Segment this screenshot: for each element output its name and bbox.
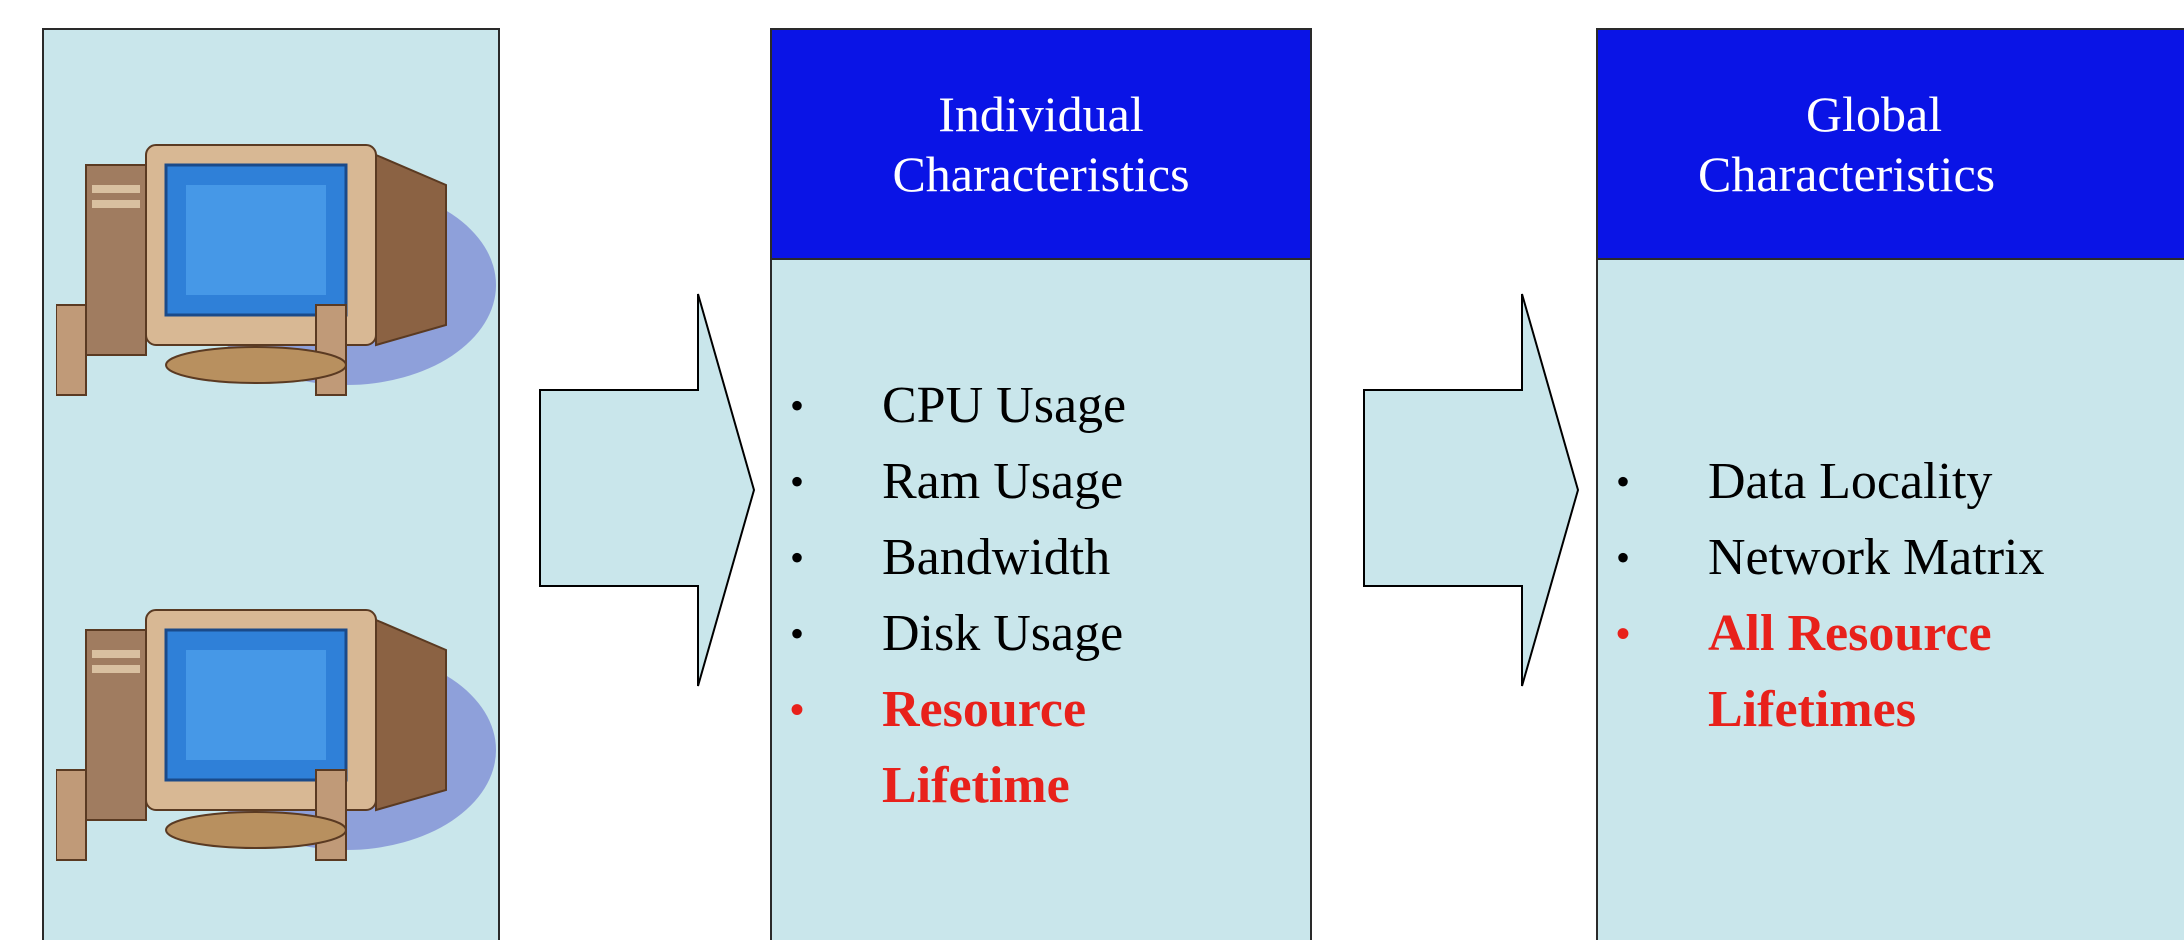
- list-item-highlight: • All Resource Lifetimes: [1616, 596, 2058, 748]
- list-item: • Disk Usage: [790, 596, 1126, 672]
- bullet-icon: •: [790, 383, 805, 428]
- global-header: Global Characteristics: [1598, 30, 2184, 260]
- list-item-highlight: • Resource Lifetime: [790, 672, 1122, 824]
- list-item-label: All Resource Lifetimes: [1708, 605, 1992, 738]
- individual-title-line2: Characteristics: [892, 146, 1190, 202]
- right-arrow-icon: [1363, 293, 1580, 687]
- bullet-icon: •: [790, 459, 805, 504]
- list-item-label: Resource Lifetime: [882, 681, 1087, 814]
- individual-header: Individual Characteristics: [772, 30, 1310, 260]
- individual-title-line1: Individual: [938, 86, 1144, 142]
- list-item: • CPU Usage: [790, 368, 1126, 444]
- computer-icon: [56, 609, 496, 861]
- global-title-line2: Characteristics: [1698, 146, 1996, 202]
- global-title-line1: Global: [1806, 86, 1943, 142]
- individual-list: • CPU Usage • Ram Usage • Bandwidth • Disk U…: [790, 368, 1126, 824]
- list-item: • Data Locality: [1616, 444, 2058, 520]
- list-item: • Network Matrix: [1616, 520, 2058, 596]
- list-item-label: Data Locality: [1708, 453, 1993, 510]
- list-item: • Bandwidth: [790, 520, 1126, 596]
- computer-icon: [56, 144, 496, 396]
- list-item: • Ram Usage: [790, 444, 1126, 520]
- list-item-label: Disk Usage: [882, 605, 1124, 662]
- bullet-icon: •: [790, 535, 805, 580]
- computers-panel: [42, 28, 500, 940]
- bullet-icon: •: [1616, 535, 1631, 580]
- individual-characteristics-panel: Individual Characteristics • CPU Usage • R…: [770, 28, 1312, 940]
- right-arrow-icon: [539, 293, 756, 687]
- bullet-icon: •: [1616, 611, 1631, 656]
- list-item-label: CPU Usage: [882, 377, 1127, 434]
- bullet-icon: •: [790, 687, 805, 732]
- global-list: • Data Locality • Network Matrix • All Reso…: [1616, 444, 2058, 748]
- list-item-label: Ram Usage: [882, 453, 1124, 510]
- global-characteristics-panel: Global Characteristics • Data Locality • N…: [1596, 28, 2184, 940]
- list-item-label: Network Matrix: [1708, 529, 2045, 586]
- list-item-label: Bandwidth: [882, 529, 1111, 586]
- bullet-icon: •: [1616, 459, 1631, 504]
- bullet-icon: •: [790, 611, 805, 656]
